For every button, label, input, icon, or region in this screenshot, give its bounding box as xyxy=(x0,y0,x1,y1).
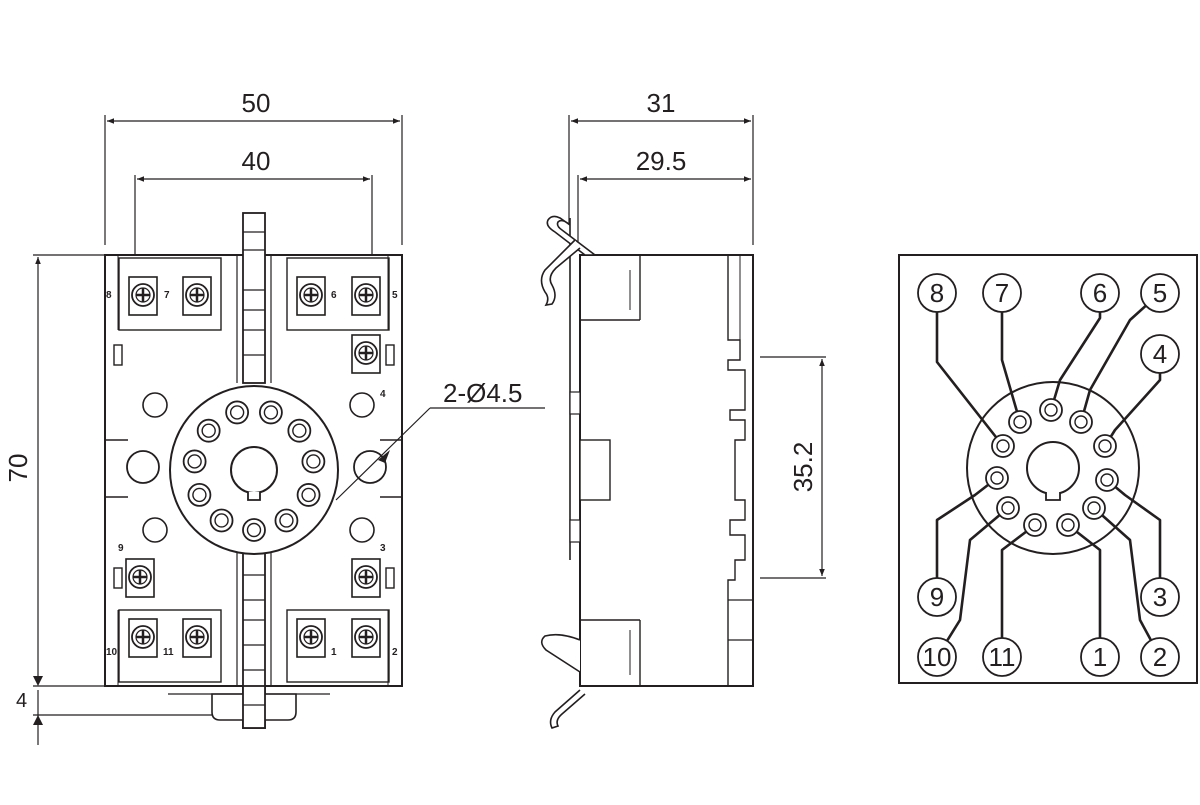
wiring-pin-11: 11 xyxy=(982,513,1047,677)
terminal-screw-8 xyxy=(127,275,159,317)
terminal-screw-9 xyxy=(124,557,156,599)
terminal-screw-11 xyxy=(181,617,213,659)
wiring-pin-label: 7 xyxy=(995,278,1009,308)
terminal-label-8: 8 xyxy=(106,290,112,301)
dimension-depth-29-5: 29.5 xyxy=(577,146,751,245)
socket-pin-hole xyxy=(182,449,207,474)
terminal-screw-7 xyxy=(181,275,213,317)
wiring-pin-badge xyxy=(1140,273,1180,313)
dim-70-label: 70 xyxy=(3,454,33,483)
dimension-depth-31: 31 xyxy=(568,88,754,245)
dim-31-label: 31 xyxy=(647,88,676,118)
hole-callout: 2-Ø4.5 xyxy=(335,378,545,501)
wiring-pin-2: 2 xyxy=(1082,496,1180,677)
terminal-screw-4 xyxy=(350,333,382,375)
dim-35-2-label: 35.2 xyxy=(788,442,818,493)
wiring-pin-label: 1 xyxy=(1093,642,1107,672)
wiring-pin-badge xyxy=(1140,334,1180,374)
wiring-pin-4: 4 xyxy=(1093,334,1180,458)
wiring-pin-label: 5 xyxy=(1153,278,1167,308)
terminal-label-11: 11 xyxy=(163,647,174,658)
wiring-pin-label: 2 xyxy=(1153,642,1167,672)
socket-pin-hole xyxy=(296,483,321,507)
wiring-pin-badge xyxy=(1140,577,1180,617)
wiring-pin-badge xyxy=(1080,637,1120,677)
terminal-label-5: 5 xyxy=(392,290,398,301)
terminal-screw-5 xyxy=(350,275,382,317)
terminal-label-6: 6 xyxy=(331,290,337,301)
wiring-pin-5: 5 xyxy=(1069,273,1180,434)
socket-pin-hole xyxy=(287,418,312,443)
terminal-label-4: 4 xyxy=(380,389,386,400)
wiring-pin-label: 11 xyxy=(989,642,1016,672)
terminal-screw-2 xyxy=(350,617,382,659)
dimension-width-50: 50 xyxy=(104,88,403,245)
socket-pin-hole xyxy=(225,400,250,425)
dimension-height-70: 70 xyxy=(3,254,104,687)
wiring-pin-label: 6 xyxy=(1093,278,1107,308)
side-clip-top xyxy=(546,215,598,256)
front-view: 50 40 70 4 xyxy=(3,88,545,745)
terminal-label-3: 3 xyxy=(380,543,386,554)
socket-pin-hole xyxy=(259,400,283,425)
mounting-hole-left xyxy=(126,450,160,484)
dimension-rail-35-2: 35.2 xyxy=(760,356,826,579)
terminal-label-10: 10 xyxy=(106,647,118,658)
wiring-pin-3: 3 xyxy=(1095,468,1180,617)
dim-4-label: 4 xyxy=(16,690,27,712)
dim-40-label: 40 xyxy=(242,146,271,176)
wiring-pin-label: 10 xyxy=(923,642,952,672)
wiring-pin-label: 3 xyxy=(1153,582,1167,612)
hole-callout-label: 2-Ø4.5 xyxy=(443,378,523,408)
dim-50-label: 50 xyxy=(242,88,271,118)
socket-pin-hole xyxy=(209,508,234,533)
socket-pin-hole xyxy=(242,518,266,542)
octal-socket-front xyxy=(169,385,339,555)
terminal-screw-1 xyxy=(295,617,327,659)
dimension-clip-4: 4 xyxy=(16,676,238,745)
dim-29-5-label: 29.5 xyxy=(636,146,687,176)
terminal-screw-3 xyxy=(350,557,382,599)
wiring-pin-badge xyxy=(917,577,957,617)
wiring-pin-1: 1 xyxy=(1056,513,1120,677)
terminal-label-2: 2 xyxy=(392,647,398,658)
din-clip-top xyxy=(236,212,272,384)
wiring-pin-label: 8 xyxy=(930,278,944,308)
socket-pin-hole xyxy=(187,483,212,507)
side-clip-bottom xyxy=(540,633,581,673)
wiring-pin-label: 9 xyxy=(930,582,944,612)
terminal-label-9: 9 xyxy=(118,543,124,554)
din-clip-bottom xyxy=(168,547,330,729)
wiring-pin-6: 6 xyxy=(1039,273,1120,422)
wiring-pin-badge xyxy=(1140,637,1180,677)
wiring-pin-label: 4 xyxy=(1153,339,1167,369)
side-view: 31 29.5 35.2 xyxy=(540,88,826,729)
wiring-pin-badge xyxy=(982,637,1022,677)
wiring-pin-10: 10 xyxy=(917,496,1020,677)
wiring-pin-8: 8 xyxy=(917,273,1015,458)
terminal-screw-10 xyxy=(127,617,159,659)
wiring-pin-badge xyxy=(982,273,1022,313)
terminal-screw-6 xyxy=(295,275,327,317)
wiring-pin-9: 9 xyxy=(917,466,1009,617)
wiring-pin-badge xyxy=(917,637,957,677)
terminal-label-7: 7 xyxy=(164,290,170,301)
socket-pin-hole xyxy=(274,508,299,533)
terminal-label-1: 1 xyxy=(331,647,337,658)
socket-pin-hole xyxy=(301,449,326,474)
socket-pin-hole xyxy=(196,418,221,443)
wiring-pin-badge xyxy=(917,273,957,313)
wiring-pin-7: 7 xyxy=(982,273,1032,434)
wiring-pin-badge xyxy=(1080,273,1120,313)
